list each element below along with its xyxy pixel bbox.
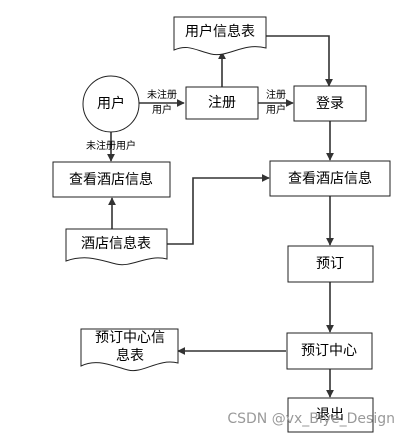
watermark: CSDN @vx_Biye_Design	[227, 411, 395, 427]
node-user-label: 用户	[97, 95, 125, 112]
node-hotel-info-table: 酒店信息表	[65, 228, 168, 266]
node-user-info-table-label: 用户信息表	[185, 23, 255, 40]
node-view-hotel-right-label: 查看酒店信息	[288, 170, 372, 187]
node-view-hotel-left-label: 查看酒店信息	[69, 171, 153, 188]
edge-label-user-to-register-line1: 未注册	[147, 88, 177, 101]
node-hotel-info-table-label: 酒店信息表	[81, 235, 151, 252]
edge-label-user-to-view-hotel: 未注册用户	[86, 139, 136, 152]
node-reserve-center: 预订中心	[286, 332, 373, 370]
node-user-info-table: 用户信息表	[173, 16, 267, 56]
edge-label-register-to-login-line2: 用户	[266, 103, 286, 116]
node-login: 登录	[293, 85, 367, 122]
node-login-label: 登录	[316, 96, 344, 112]
node-reserve-center-table-label-line1: 预订中心信	[95, 330, 165, 346]
node-register: 注册	[185, 86, 259, 120]
node-user: 用户	[82, 75, 140, 133]
node-reserve-center-table-label-line2: 息表	[116, 347, 144, 364]
edge-hotel-info-table-to-view-hotel-right	[167, 174, 270, 245]
node-register-label: 注册	[208, 95, 236, 111]
node-view-hotel-right: 查看酒店信息	[269, 160, 391, 197]
edge-label-register-to-login-line1: 注册	[266, 88, 286, 101]
node-logout: 退出	[287, 397, 374, 433]
edge-user-info-table-to-login	[266, 35, 333, 87]
node-reserve-center-label: 预订中心	[301, 343, 357, 359]
edge-label-user-to-register-line2: 用户	[152, 103, 172, 116]
node-reserve-center-table: 预订中心信 息表	[80, 328, 179, 372]
node-reserve: 预订	[287, 245, 374, 283]
node-logout-label: 退出	[316, 407, 344, 423]
node-view-hotel-left: 查看酒店信息	[52, 161, 171, 198]
node-reserve-label: 预订	[316, 256, 344, 272]
